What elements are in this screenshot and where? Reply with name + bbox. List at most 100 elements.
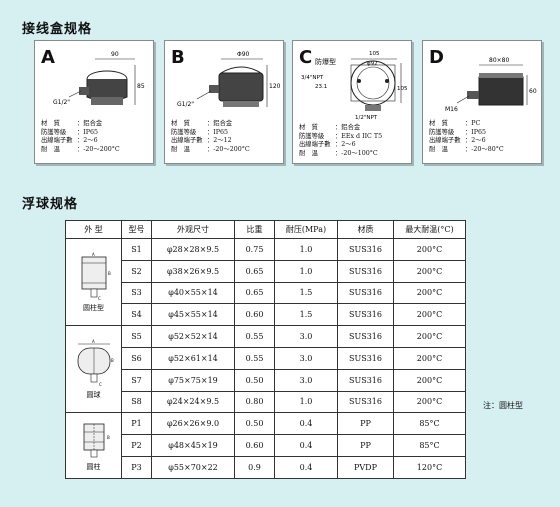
junction-box-a-drawing: 90 85 G1/2" — [53, 51, 145, 106]
shape-label: 圆球 — [86, 391, 101, 400]
dim-size: 80×80 — [489, 57, 509, 64]
table-cell: PP — [337, 434, 394, 457]
table-cell: 200°C — [393, 303, 466, 327]
cylinder-float-diagram: A B C — [81, 252, 111, 301]
spec-text: ：-20～100°C — [335, 149, 378, 157]
dim-height: 60 — [529, 88, 537, 95]
spec-text: 防護等級 — [299, 132, 325, 140]
table-cell: S6 — [121, 346, 152, 370]
spec-text: 出線端子數 — [429, 137, 461, 145]
header-shape: 外 型 — [65, 220, 122, 239]
table-cell: 1.0 — [274, 259, 338, 283]
junction-box-card-b: Φ90 120 G1/2" B 材 質：鋁合金 防護等級：IP65 出線端子數：… — [164, 40, 284, 164]
table-cell: φ24×24×9.5 — [151, 390, 235, 414]
table-cell: S8 — [121, 390, 152, 414]
dim-thread-top: 3/4"NPT — [301, 75, 324, 81]
spec-text: ：IP65 — [465, 128, 487, 136]
spec-text: ：2～6 — [77, 137, 98, 145]
table-cell: φ40×55×14 — [151, 281, 235, 305]
table-cell: 200°C — [393, 325, 466, 348]
mark-a: A — [92, 252, 95, 257]
table-cell: φ52×52×14 — [151, 325, 235, 348]
table-cell: 0.55 — [234, 346, 275, 370]
column-float-diagram: B — [83, 423, 110, 457]
spec-text: ：2～12 — [207, 137, 232, 145]
spec-text: 防護等級 — [429, 128, 455, 136]
table-cell: 1.0 — [274, 238, 338, 261]
spec-text: ：EEx d IIC T5 — [335, 132, 383, 140]
dim-thread: M16 — [445, 106, 458, 113]
spec-text: 材 質 — [429, 120, 448, 127]
table-cell: 0.65 — [234, 281, 275, 305]
table-cell: 0.60 — [234, 303, 275, 327]
table-cell: φ45×55×14 — [151, 303, 235, 327]
spec-text: ：-20～200°C — [207, 145, 250, 153]
table-cell: SUS316 — [337, 259, 394, 283]
dim-height: 105 — [397, 86, 408, 92]
table-cell: 0.60 — [234, 434, 275, 457]
table-cell: S4 — [121, 303, 152, 327]
table-cell: PVDP — [337, 455, 394, 479]
table-cell: φ26×26×9.0 — [151, 412, 235, 436]
table-cell: φ48×45×19 — [151, 434, 235, 457]
junction-box-title: 接线盒规格 — [22, 22, 93, 37]
shape-label: 圆柱型 — [83, 304, 104, 313]
header-dimensions: 外观尺寸 — [151, 220, 235, 239]
float-ball-title: 浮球规格 — [22, 197, 79, 212]
header-material: 材质 — [337, 220, 394, 239]
table-cell: 200°C — [393, 368, 466, 392]
table-cell: 200°C — [393, 259, 466, 283]
float-ball-table: 外 型 型号 外观尺寸 比重 耐压(MPa) 材质 最大耐温(°C) A B C — [65, 220, 466, 479]
spec-text: 材 質 — [171, 120, 190, 127]
table-cell: φ75×75×19 — [151, 368, 235, 392]
table-cell: 3.0 — [274, 325, 338, 348]
table-cell: 0.65 — [234, 259, 275, 283]
dim-thread-bottom: 1/2"NPT — [355, 115, 378, 121]
table-cell: S2 — [121, 259, 152, 283]
dim-height: 120 — [269, 83, 281, 90]
spec-text: 出線端子數 — [171, 137, 203, 145]
spec-text: 耐 温 — [429, 145, 448, 153]
sphere-float-diagram: A B C — [77, 339, 114, 387]
header-max-temp: 最大耐温(°C) — [393, 220, 466, 239]
card-specs: 材 質：鋁合金 防護等級：IP65 出線端子數：2～12 耐 温：-20～200… — [171, 120, 250, 154]
shape-label: 圆柱 — [86, 462, 101, 471]
table-note: 注：圆柱型 — [483, 401, 523, 410]
card-specs: 材 質：鋁合金 防護等級：IP65 出線端子數：2～6 耐 温：-20～200°… — [41, 120, 120, 154]
spec-text: 材 質 — [299, 124, 318, 131]
table-cell: 1.5 — [274, 303, 338, 327]
spec-text: 耐 温 — [41, 145, 60, 153]
card-letter: B — [171, 47, 185, 68]
table-cell: SUS316 — [337, 368, 394, 392]
table-cell: 0.50 — [234, 412, 275, 436]
junction-box-c-drawing: 105 φ92 3/4"NPT 23.1 105 1/2"NPT — [301, 51, 408, 121]
table-cell: S3 — [121, 281, 152, 305]
junction-box-card-a: 90 85 G1/2" A 材 質：鋁合金 防護等級：IP65 出線端子數：2～… — [34, 40, 154, 164]
header-pressure: 耐压(MPa) — [274, 220, 338, 239]
junction-box-d-drawing: 80×80 60 M16 — [445, 57, 537, 113]
dim-diameter: φ92 — [367, 61, 378, 67]
table-cell: 3.0 — [274, 368, 338, 392]
spec-text: ：2～6 — [335, 141, 356, 149]
table-cell: P3 — [121, 455, 152, 479]
shape-column-cell: B 圆柱 — [65, 412, 122, 479]
table-cell: φ55×70×22 — [151, 455, 235, 479]
table-cell: SUS316 — [337, 346, 394, 370]
dim-thread: G1/2" — [53, 99, 70, 106]
spec-text: ：-20～200°C — [77, 145, 120, 153]
spec-text: ：PC — [465, 120, 481, 127]
spec-text: 防護等級 — [171, 128, 197, 136]
card-specs: 材 質：PC 防護等級：IP65 出線端子數：2～6 耐 温：-20～80°C — [429, 120, 504, 154]
spec-text: ：IP65 — [207, 128, 229, 136]
table-cell: 0.55 — [234, 325, 275, 348]
mark-c: C — [99, 382, 102, 387]
table-cell: 200°C — [393, 390, 466, 414]
spec-text: 出線端子數 — [41, 137, 73, 145]
spec-text: ：2～6 — [465, 137, 486, 145]
